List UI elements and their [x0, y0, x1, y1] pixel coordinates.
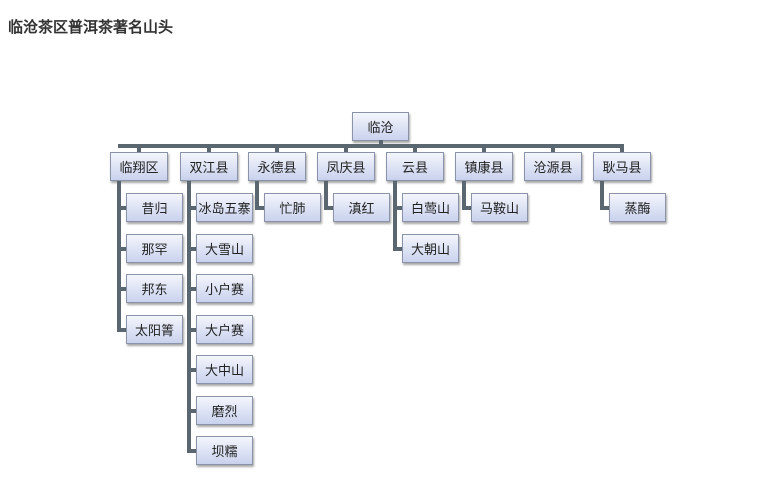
child-connector — [117, 206, 127, 210]
county-bus — [118, 144, 624, 148]
child-trunk — [117, 181, 121, 331]
child-trunk — [600, 181, 604, 209]
tea-mountain-node: 大户赛 — [196, 314, 253, 344]
child-connector — [117, 246, 127, 251]
county-node: 沧源县 — [524, 152, 582, 181]
tea-mountain-node: 蒸酶 — [609, 193, 666, 222]
county-connector — [344, 144, 348, 153]
county-connector — [275, 144, 279, 153]
child-connector — [187, 206, 197, 210]
tea-mountain-node: 白莺山 — [402, 193, 459, 222]
child-connector — [187, 408, 197, 413]
child-connector — [117, 287, 127, 291]
tea-mountain-node: 大朝山 — [402, 233, 459, 263]
child-trunk — [462, 181, 466, 209]
tea-mountain-node: 小户赛 — [196, 274, 253, 303]
child-connector — [187, 327, 197, 332]
county-node: 永德县 — [248, 152, 306, 181]
county-connector — [620, 144, 624, 153]
child-trunk — [187, 181, 191, 452]
county-connector — [482, 144, 486, 153]
child-connector — [255, 206, 265, 210]
county-connector — [551, 144, 555, 153]
county-connector — [137, 144, 141, 153]
tea-mountain-node: 马鞍山 — [471, 193, 528, 222]
child-connector — [393, 246, 403, 251]
child-connector — [117, 327, 127, 332]
tea-mountain-node: 磨烈 — [196, 395, 253, 425]
child-connector — [462, 206, 472, 210]
tea-mountain-node: 大雪山 — [196, 233, 253, 263]
child-connector — [324, 206, 334, 210]
tea-mountain-node: 那罕 — [126, 233, 183, 263]
tea-mountain-node: 大中山 — [196, 355, 253, 384]
county-node: 镇康县 — [455, 152, 513, 181]
county-connector — [413, 144, 417, 153]
tea-mountain-node: 太阳箐 — [126, 314, 183, 344]
child-trunk — [255, 181, 259, 209]
tea-mountain-node: 忙肺 — [264, 193, 321, 222]
child-trunk — [393, 181, 397, 250]
county-connector — [207, 144, 211, 153]
child-trunk — [324, 181, 328, 209]
county-node: 临翔区 — [110, 152, 168, 181]
county-node: 云县 — [386, 152, 444, 181]
root-node: 临沧 — [352, 112, 409, 141]
root-connector — [379, 140, 383, 146]
child-connector — [600, 206, 610, 210]
child-connector — [187, 287, 197, 291]
county-node: 凤庆县 — [317, 152, 375, 181]
child-connector — [187, 368, 197, 372]
tea-mountain-node: 冰岛五寨 — [196, 193, 253, 222]
child-connector — [187, 246, 197, 251]
tea-mountain-node: 昔归 — [126, 193, 183, 222]
page-title: 临沧茶区普洱茶著名山头 — [8, 18, 174, 36]
child-connector — [393, 206, 403, 210]
tea-mountain-node: 滇红 — [333, 193, 390, 222]
county-node: 耿马县 — [593, 152, 651, 181]
child-connector — [187, 449, 197, 453]
tea-mountain-node: 邦东 — [126, 274, 183, 303]
tea-mountain-node: 坝糯 — [196, 436, 253, 465]
county-node: 双江县 — [180, 152, 238, 181]
